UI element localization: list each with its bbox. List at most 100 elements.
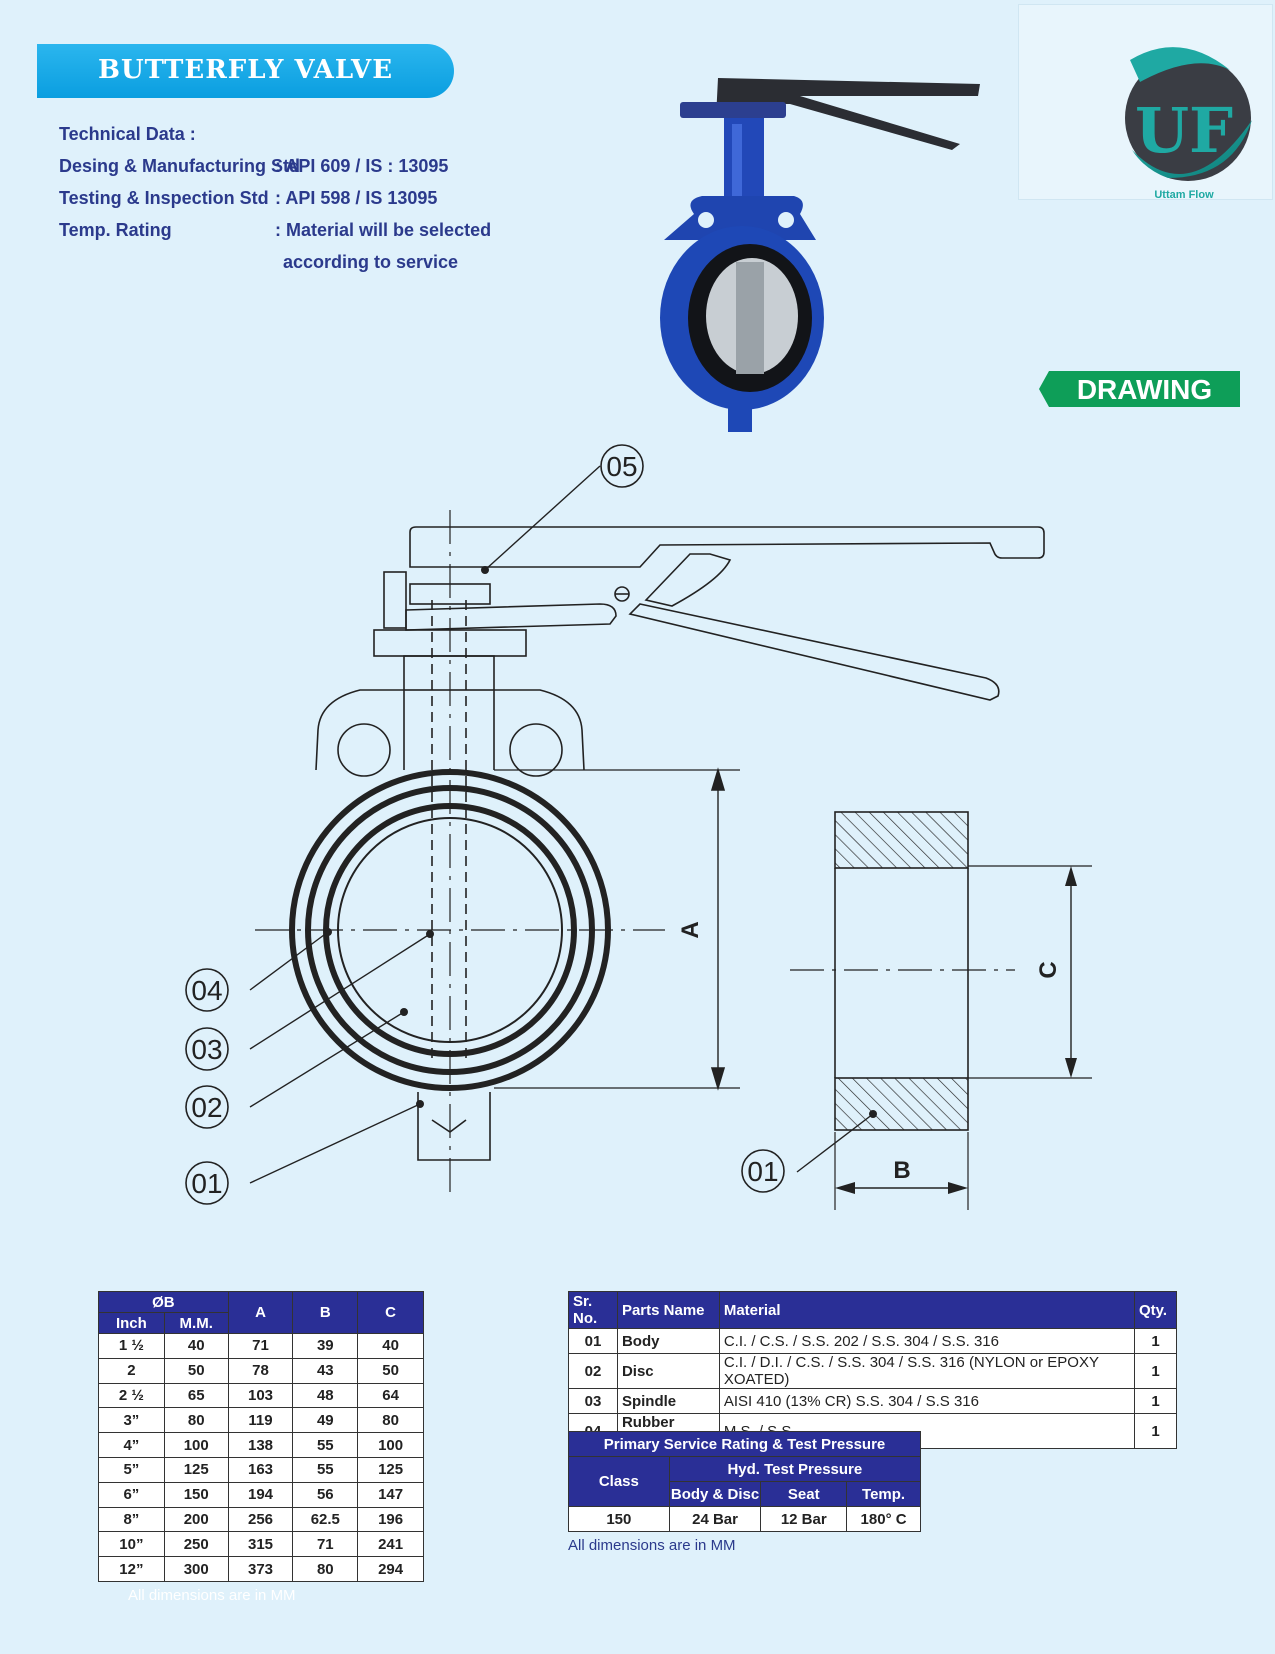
dim-c-arrow-bottom [1065,1058,1077,1078]
table-row: 02 Disc C.I. / D.I. / C.S. / S.S. 304 / … [568,1353,1178,1389]
rating-header-temp: Temp. [846,1481,921,1507]
cell-material: C.I. / D.I. / C.S. / S.S. 304 / S.S. 316… [718,1353,1135,1389]
cell-c: 100 [357,1432,424,1458]
cell-mm: 65 [163,1382,229,1409]
cell-a: 138 [227,1432,294,1458]
title-banner: BUTTERFLY VALVE [37,44,454,98]
table-row: 1 ½ 40 71 39 40 [98,1333,424,1359]
callout-04: 04 [185,968,229,1012]
callout-05: 05 [600,444,644,488]
body-ring-middle [305,785,595,1075]
leader-04 [249,931,329,991]
cell-mm: 125 [163,1456,229,1483]
rating-header-seat: Seat [760,1481,848,1507]
left-lug [315,689,405,771]
cell-mm: 50 [163,1357,229,1384]
tech-label-testing-std: Testing & Inspection Std [59,188,269,208]
cell-a: 163 [227,1456,294,1483]
table-row: 4” 100 138 55 100 [98,1432,424,1458]
cell-seat: 12 Bar [760,1506,848,1532]
photo-bolt-hole-left [698,212,714,228]
cell-qty: 1 [1133,1328,1178,1354]
dim-header-mm: M.M. [163,1312,229,1334]
cell-inch: 12” [98,1556,165,1582]
rating-header-body-disc: Body & Disc [668,1481,762,1507]
rating-table: Primary Service Rating & Test Pressure C… [568,1431,922,1532]
cell-b: 43 [292,1357,359,1384]
tech-value-temp-rating: : Material will be selected [275,220,492,240]
dim-label-a: A [677,921,704,938]
leader-dot-05 [481,566,489,574]
cell-inch: 3” [98,1407,165,1434]
cell-part-name: Spindle [616,1388,720,1414]
cell-c: 40 [357,1333,424,1359]
cell-b: 62.5 [292,1506,359,1533]
table-row: 01 Body C.I. / C.S. / S.S. 202 / S.S. 30… [568,1328,1178,1354]
cell-inch: 1 ½ [98,1333,165,1359]
callout-03-circle [185,1027,229,1071]
table-row: 150 24 Bar 12 Bar 180° C [568,1506,921,1532]
photo-handle [716,78,980,150]
cell-mm: 250 [163,1531,229,1558]
logo-initials: UF [1135,94,1233,167]
valve-side-view [790,811,1092,1210]
cell-b: 49 [292,1407,359,1434]
cell-mm: 40 [163,1333,229,1359]
parts-table: Sr. No. Parts Name Material Qty. 01 Body… [568,1291,1178,1449]
dim-label-b: B [893,1157,910,1184]
cell-c: 294 [357,1556,424,1582]
callout-01-side-circle [741,1149,785,1193]
cell-b: 55 [292,1456,359,1483]
leader-01b [796,1113,874,1173]
callout-02: 02 [185,1085,229,1129]
dimension-table: ØB A B C Inch M.M. 1 ½ 40 71 39 40 2 50 … [98,1291,424,1582]
cell-c: 64 [357,1382,424,1409]
table-row: 12” 300 373 80 294 [98,1556,424,1582]
cell-mm: 300 [163,1556,229,1582]
cell-a: 119 [227,1407,294,1434]
side-hatch-bottom [834,1077,969,1131]
leader-02 [249,1011,405,1108]
cell-srno: 01 [568,1328,618,1354]
callout-01-circle [185,1161,229,1205]
cell-a: 315 [227,1531,294,1558]
leader-dot-01b [869,1110,877,1118]
cell-qty: 1 [1133,1388,1178,1414]
leader-dot-03 [426,930,434,938]
cell-inch: 2 ½ [98,1382,165,1409]
cell-inch: 8” [98,1506,165,1533]
callout-05-label: 05 [606,451,637,482]
left-bolt-hole [337,723,391,777]
cell-inch: 2 [98,1357,165,1384]
dim-c-arrow-top [1065,866,1077,886]
cell-c: 50 [357,1357,424,1384]
tech-value-continuation: according to service [283,252,459,272]
cell-c: 241 [357,1531,424,1558]
cell-mm: 80 [163,1407,229,1434]
cell-temp: 180° C [846,1506,921,1532]
cell-b: 48 [292,1382,359,1409]
leader-01 [249,1103,421,1184]
disc-edge [337,817,563,1043]
leader-dot-02 [400,1008,408,1016]
dim-header-b: B [292,1291,359,1334]
leader-03 [249,933,431,1050]
dim-header-ob: ØB [98,1291,229,1313]
right-bolt-hole [509,723,563,777]
cell-a: 194 [227,1481,294,1508]
cell-c: 147 [357,1481,424,1508]
table-row: 8” 200 256 62.5 196 [98,1506,424,1533]
neck-upper [403,655,495,691]
dim-b-arrow-left [835,1182,855,1194]
dim-a-arrow-top [710,767,726,791]
cell-srno: 03 [568,1388,618,1414]
callout-05-circle [600,444,644,488]
side-hatch-top [834,811,969,869]
photo-bottom-stub [728,404,752,432]
cell-b: 55 [292,1432,359,1458]
cell-b: 71 [292,1531,359,1558]
table-row: 10” 250 315 71 241 [98,1531,424,1558]
cell-qty: 1 [1133,1413,1178,1449]
